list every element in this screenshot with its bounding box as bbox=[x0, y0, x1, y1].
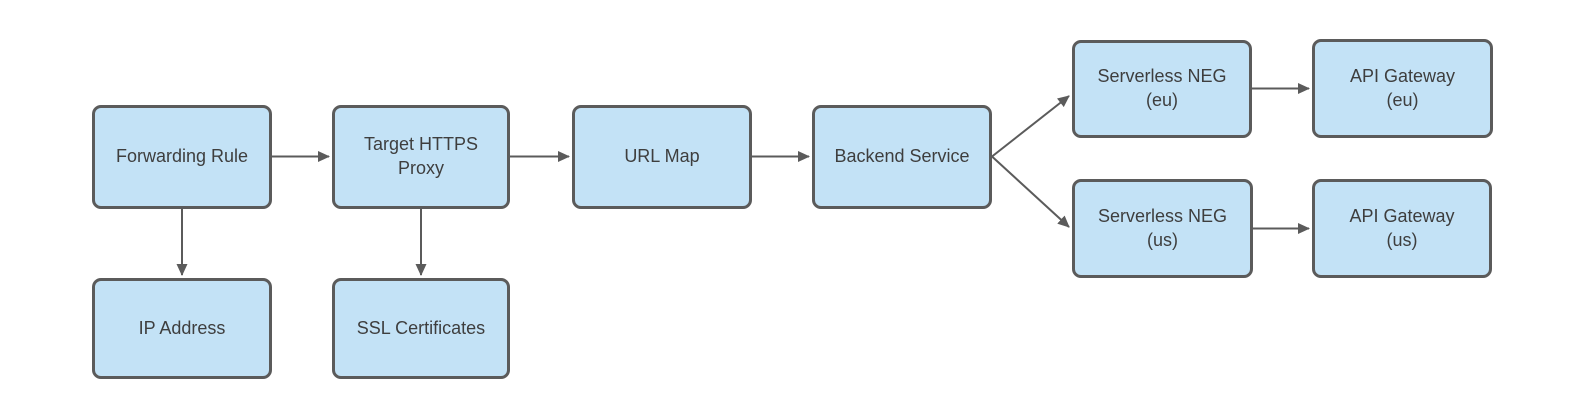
node-serverless-neg-us: Serverless NEG (us) bbox=[1072, 179, 1253, 278]
node-url-map-label: URL Map bbox=[624, 146, 700, 167]
node-ip-address-label: IP Address bbox=[138, 317, 226, 338]
node-serverless-neg-eu: Serverless NEG (eu) bbox=[1072, 40, 1252, 138]
node-forwarding-rule: Forwarding Rule bbox=[92, 105, 272, 209]
node-target-https-proxy: Target HTTPS Proxy bbox=[332, 105, 510, 209]
node-ip-address: IP Address bbox=[92, 278, 272, 379]
node-api-gateway-us: API Gateway (us) bbox=[1312, 179, 1492, 278]
node-api-gateway-eu: API Gateway (eu) bbox=[1312, 39, 1493, 138]
edge-backend-service-to-serverless-neg-eu bbox=[991, 95, 1070, 158]
node-api-gateway-us-label: API Gateway (us) bbox=[1349, 205, 1455, 250]
node-ssl-certificates: SSL Certificates bbox=[332, 278, 510, 379]
node-api-gateway-eu-label: API Gateway (eu) bbox=[1349, 65, 1456, 110]
node-backend-service: Backend Service bbox=[812, 105, 992, 209]
node-target-https-proxy-label: Target HTTPS Proxy bbox=[363, 134, 479, 178]
node-serverless-neg-us-label: Serverless NEG (us) bbox=[1097, 205, 1228, 250]
node-forwarding-rule-label: Forwarding Rule bbox=[115, 146, 249, 167]
edge-backend-service-to-serverless-neg-us bbox=[991, 155, 1070, 228]
node-serverless-neg-eu-label: Serverless NEG (eu) bbox=[1097, 66, 1227, 110]
node-url-map: URL Map bbox=[572, 105, 752, 209]
node-backend-service-label: Backend Service bbox=[834, 146, 970, 167]
node-ssl-certificates-label: SSL Certificates bbox=[356, 317, 486, 338]
